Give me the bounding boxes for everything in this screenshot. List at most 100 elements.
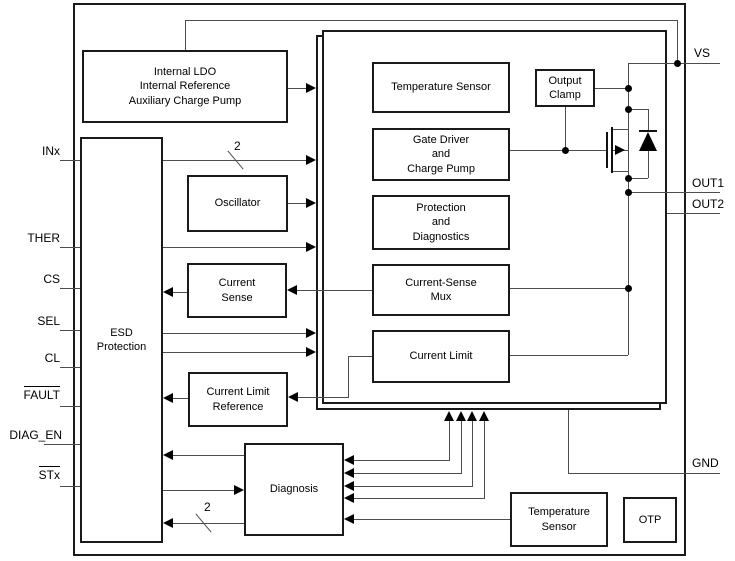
block-label: ESD xyxy=(110,326,133,339)
pin-text: OUT1 xyxy=(692,176,725,190)
wire xyxy=(60,160,80,161)
wire xyxy=(60,330,80,331)
pin-text: SEL xyxy=(37,314,60,328)
wire xyxy=(510,355,628,356)
mosfet-gate-bar xyxy=(606,132,608,168)
block-label: Charge Pump xyxy=(407,162,475,175)
pin-label-cs: CS xyxy=(0,272,60,286)
arrowhead-icon xyxy=(287,285,297,295)
pin-text: GND xyxy=(692,456,719,470)
block-label: Auxiliary Charge Pump xyxy=(128,94,242,107)
wire xyxy=(348,356,372,357)
wire xyxy=(565,107,566,150)
pin-text: CL xyxy=(44,351,60,365)
block-temperature-sensor-2: Temperature Sensor xyxy=(510,492,608,547)
junction-dot xyxy=(674,60,681,67)
wire xyxy=(472,421,473,486)
block-label: Current Limit xyxy=(206,386,270,399)
arrowhead-icon xyxy=(306,155,316,165)
pin-label-out1: OUT1 xyxy=(692,176,724,190)
arrowhead-icon xyxy=(234,485,244,495)
block-gate-driver: Gate Driver and Charge Pump xyxy=(372,128,510,181)
pin-label-vs: VS xyxy=(694,46,710,60)
arrowhead-icon xyxy=(306,198,316,208)
arrowhead-icon xyxy=(288,392,298,402)
wire xyxy=(628,178,648,179)
wire xyxy=(568,410,569,473)
wire xyxy=(595,88,628,89)
pin-label-cl: CL xyxy=(0,351,60,365)
pin-label-fault: FAULT xyxy=(0,386,60,402)
junction-dot xyxy=(562,147,569,154)
wire xyxy=(297,290,372,291)
block-label: Sense xyxy=(221,291,253,304)
pin-text: DIAG_EN xyxy=(9,428,62,442)
pin-text: INx xyxy=(42,144,60,158)
block-label: Temperature xyxy=(528,506,590,519)
block-oscillator: Oscillator xyxy=(187,175,288,232)
wire xyxy=(288,88,308,89)
diode-cathode-bar xyxy=(639,130,657,132)
pin-label-sel: SEL xyxy=(0,314,60,328)
wire xyxy=(173,455,244,456)
pin-text: THER xyxy=(27,231,60,245)
arrowhead-icon xyxy=(444,411,454,421)
block-label: OTP xyxy=(638,513,662,526)
wire xyxy=(288,203,308,204)
wire xyxy=(173,292,187,293)
wire xyxy=(44,444,80,445)
block-current-sense-mux: Current-Sense Mux xyxy=(372,264,510,316)
block-label: Clamp xyxy=(549,89,581,101)
block-current-limit-reference: Current Limit Reference xyxy=(188,372,288,427)
block-label: Temperature Sensor xyxy=(391,81,491,94)
arrowhead-icon xyxy=(344,481,354,491)
pin-text: OUT2 xyxy=(692,197,725,211)
bus-width-label: 2 xyxy=(234,139,241,153)
block-label: Protection xyxy=(416,202,466,215)
pin-text: FAULT xyxy=(23,386,60,402)
arrowhead-icon xyxy=(306,347,316,357)
wire xyxy=(348,356,349,397)
pin-label-stx: STx xyxy=(0,466,60,482)
arrowhead-icon xyxy=(456,411,466,421)
wire xyxy=(677,20,678,63)
arrowhead-icon xyxy=(344,468,354,478)
wire xyxy=(667,213,720,214)
mosfet-arrow-icon xyxy=(615,145,625,155)
wire xyxy=(60,367,80,368)
wire xyxy=(354,473,462,474)
pin-label-ther: THER xyxy=(0,231,60,245)
block-internal-ldo: Internal LDO Internal Reference Auxiliar… xyxy=(82,50,288,123)
mosfet-source-stub xyxy=(613,171,628,172)
block-current-limit: Current Limit xyxy=(372,330,510,383)
arrowhead-icon xyxy=(344,514,354,524)
wire xyxy=(628,63,629,355)
wire xyxy=(185,20,677,21)
wire xyxy=(510,150,606,151)
block-label: Diagnosis xyxy=(269,483,319,496)
arrowhead-icon xyxy=(163,518,173,528)
arrowhead-icon xyxy=(344,493,354,503)
wire xyxy=(484,421,485,498)
wire xyxy=(354,486,473,487)
wire xyxy=(628,109,648,110)
pin-text: CS xyxy=(43,272,60,286)
block-otp: OTP xyxy=(623,497,677,543)
wire xyxy=(510,288,628,289)
pin-label-out2: OUT2 xyxy=(692,197,724,211)
pin-text: STx xyxy=(38,466,60,482)
wire xyxy=(648,109,649,131)
junction-dot xyxy=(625,175,632,182)
wire xyxy=(354,460,450,461)
arrowhead-icon xyxy=(306,83,316,93)
block-esd-protection: ESD Protection xyxy=(80,137,163,543)
wire xyxy=(163,352,308,353)
arrowhead-icon xyxy=(163,393,173,403)
wire xyxy=(163,247,308,248)
pin-label-inx: INx xyxy=(0,144,60,158)
wire xyxy=(298,397,349,398)
bus-width-label: 2 xyxy=(204,500,211,514)
block-label: Output xyxy=(548,74,582,87)
junction-dot xyxy=(625,85,632,92)
